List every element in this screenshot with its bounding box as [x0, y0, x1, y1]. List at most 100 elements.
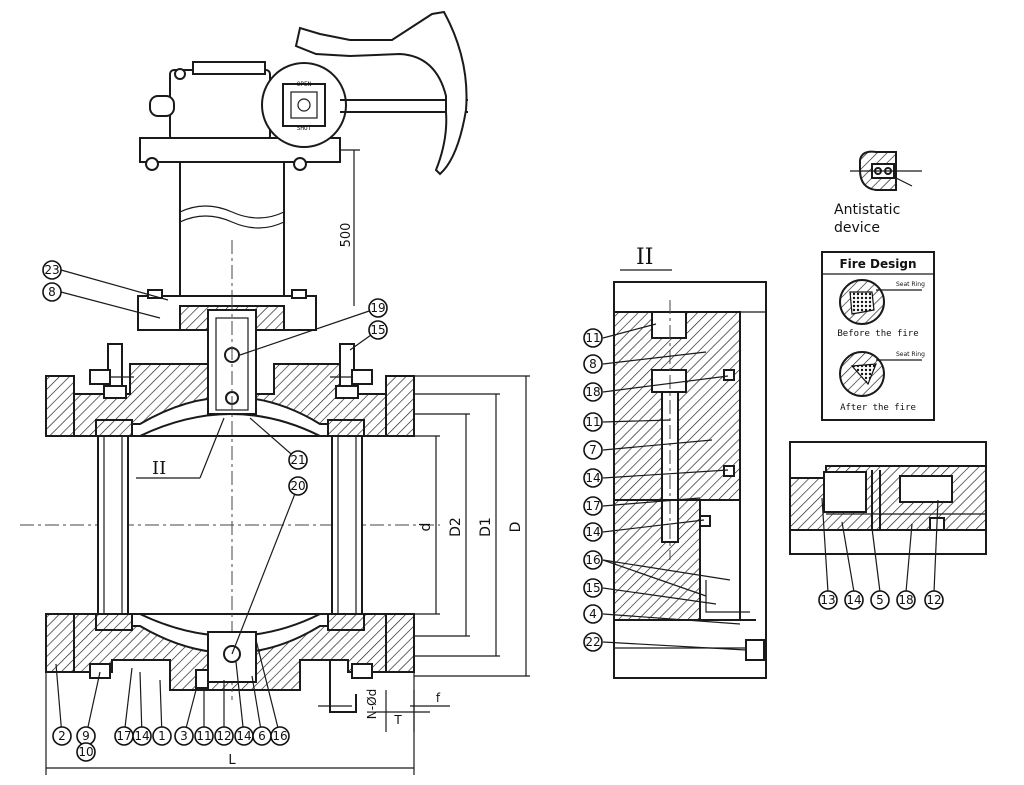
part-number: 1: [158, 729, 166, 743]
part-balloon: 1: [152, 726, 172, 746]
part-balloon-circle: [583, 604, 603, 624]
part-balloon: 15: [583, 578, 603, 598]
fire-design-box: Fire Design Seat Ring Before the fire Se…: [821, 251, 935, 421]
section-ii-label: II: [152, 458, 166, 479]
part-balloon: 14: [844, 590, 864, 610]
part-balloon: 14: [132, 726, 152, 746]
part-balloon: 4: [583, 604, 603, 624]
gear-operator: OPEN SHUT: [139, 10, 468, 176]
part-balloon: 22: [583, 632, 603, 652]
part-number: 12: [926, 593, 941, 607]
balloons-seat-detail: 13 14 5 18 12: [818, 590, 944, 610]
part-number: 14: [236, 729, 251, 743]
part-number: 14: [134, 729, 149, 743]
part-balloon: 23: [42, 260, 62, 280]
part-balloon-circle: [214, 726, 234, 746]
part-balloon: 14: [234, 726, 254, 746]
part-balloon: 12: [924, 590, 944, 610]
fire-design-title: Fire Design: [839, 257, 916, 271]
part-balloon: 3: [174, 726, 194, 746]
part-balloon: 13: [818, 590, 838, 610]
part-balloon: 17: [583, 496, 603, 516]
part-balloon-circle: [818, 590, 838, 610]
part-number: 16: [585, 553, 600, 567]
part-number: 7: [589, 443, 597, 457]
detail-ii-title: II: [636, 245, 653, 270]
part-number: 14: [585, 525, 600, 539]
part-number: 12: [216, 729, 231, 743]
part-balloon-circle: [583, 496, 603, 516]
seat-ring-label-after: Seat Ring: [896, 351, 925, 358]
part-balloon-circle: [152, 726, 172, 746]
part-balloon-circle: [583, 382, 603, 402]
part-number: 9: [82, 729, 90, 743]
part-number: 15: [370, 323, 385, 337]
part-balloon: 16: [270, 726, 290, 746]
part-balloon-circle: [583, 354, 603, 374]
part-number: 8: [589, 357, 597, 371]
part-balloon-circle: [368, 320, 388, 340]
antistatic-label-line1: Antistatic: [834, 202, 900, 218]
part-number: 13: [820, 593, 835, 607]
part-balloon-circle: [288, 450, 308, 470]
shut-marking: SHUT: [297, 125, 312, 132]
dimension-500: 500: [339, 149, 360, 306]
part-balloon: 21: [288, 450, 308, 470]
part-balloon-circle: [42, 282, 62, 302]
dim-500-label: 500: [339, 223, 354, 248]
part-balloon: 2: [52, 726, 72, 746]
antistatic-device: Antistatic device: [834, 150, 922, 236]
part-number: 8: [48, 285, 56, 299]
part-number: 16: [272, 729, 287, 743]
part-balloon-circle: [52, 726, 72, 746]
dim-d2-label: D2: [448, 517, 464, 537]
part-number: 22: [585, 635, 600, 649]
part-balloon: 18: [583, 382, 603, 402]
part-balloon: 11: [583, 328, 603, 348]
part-balloon: 12: [214, 726, 234, 746]
part-balloon-circle: [583, 550, 603, 570]
part-balloon: 14: [583, 522, 603, 542]
part-balloon: 16: [583, 550, 603, 570]
part-number: 18: [585, 385, 600, 399]
part-balloon: 17: [114, 726, 134, 746]
part-balloon-circle: [924, 590, 944, 610]
part-balloon-circle: [174, 726, 194, 746]
dim-d1-label: D1: [478, 517, 494, 537]
dim-L-label: L: [228, 753, 236, 768]
part-number: 19: [370, 301, 385, 315]
part-balloon: 10: [76, 742, 96, 762]
part-number: 2: [58, 729, 66, 743]
part-number: 17: [116, 729, 131, 743]
part-balloon-circle: [368, 298, 388, 318]
part-balloon: 18: [896, 590, 916, 610]
part-number: 15: [585, 581, 600, 595]
part-balloon-circle: [583, 632, 603, 652]
part-number: 20: [290, 479, 305, 493]
antistatic-label-line2: device: [834, 220, 880, 236]
part-number: 17: [585, 499, 600, 513]
part-balloon-circle: [132, 726, 152, 746]
part-number: 11: [585, 331, 600, 345]
seat-detail: [789, 441, 987, 593]
part-balloon-circle: [288, 476, 308, 496]
part-balloon: 6: [252, 726, 272, 746]
part-balloon-circle: [583, 468, 603, 488]
part-balloon-circle: [76, 742, 96, 762]
part-balloon: 5: [870, 590, 890, 610]
part-number: 11: [196, 729, 211, 743]
extension-stem: [179, 162, 285, 300]
part-balloon-circle: [583, 522, 603, 542]
part-balloon-circle: [194, 726, 214, 746]
detail-ii: II: [602, 245, 767, 679]
part-balloon: 8: [583, 354, 603, 374]
valve-body: [20, 296, 440, 713]
part-balloon-circle: [870, 590, 890, 610]
after-fire-caption: After the fire: [840, 403, 916, 413]
section-ii-callout: II: [136, 417, 225, 479]
part-number: 18: [898, 593, 913, 607]
